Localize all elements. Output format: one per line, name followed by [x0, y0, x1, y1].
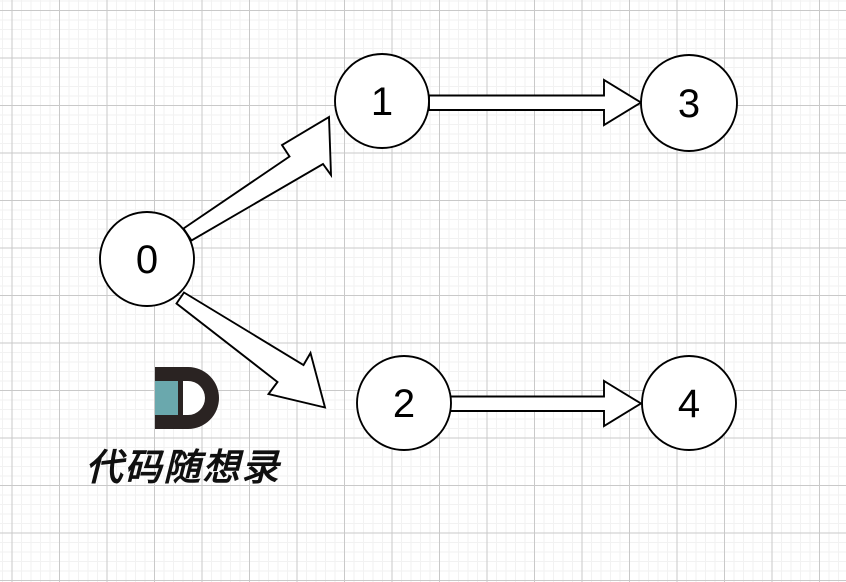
node-3-label: 3 — [678, 82, 700, 126]
letter-d-counter — [183, 381, 205, 415]
node-1[interactable]: 1 — [334, 53, 430, 149]
letter-d-glyph — [155, 367, 219, 429]
edge-2-to-4[interactable] — [449, 379, 643, 428]
edge-0-to-1[interactable] — [182, 115, 333, 242]
node-2-label: 2 — [393, 382, 415, 426]
edge-0-to-2[interactable] — [175, 291, 327, 409]
node-4-label: 4 — [678, 382, 700, 426]
node-2[interactable]: 2 — [356, 355, 452, 451]
node-0-circle — [99, 211, 195, 307]
edge-1-to-3-shape — [428, 78, 643, 127]
node-1-label: 1 — [371, 80, 393, 124]
edge-0-to-2-shape — [175, 291, 327, 409]
edge-0-to-1-shape — [182, 115, 333, 242]
node-0[interactable]: 0 — [99, 211, 195, 307]
watermark: 代码随想录 — [68, 367, 298, 491]
node-1-circle — [334, 53, 430, 149]
edge-2-to-4-shape — [449, 379, 643, 428]
node-3[interactable]: 3 — [640, 54, 738, 152]
edge-1-to-3[interactable] — [428, 78, 643, 127]
node-3-circle — [640, 54, 738, 152]
node-0-label: 0 — [136, 238, 158, 282]
node-4[interactable]: 4 — [641, 355, 737, 451]
node-4-circle — [641, 355, 737, 451]
letter-d-accent-bar — [155, 381, 178, 415]
node-2-circle — [356, 355, 452, 451]
brand-text: 代码随想录 — [85, 445, 281, 489]
brand-logo-icon — [147, 367, 219, 429]
